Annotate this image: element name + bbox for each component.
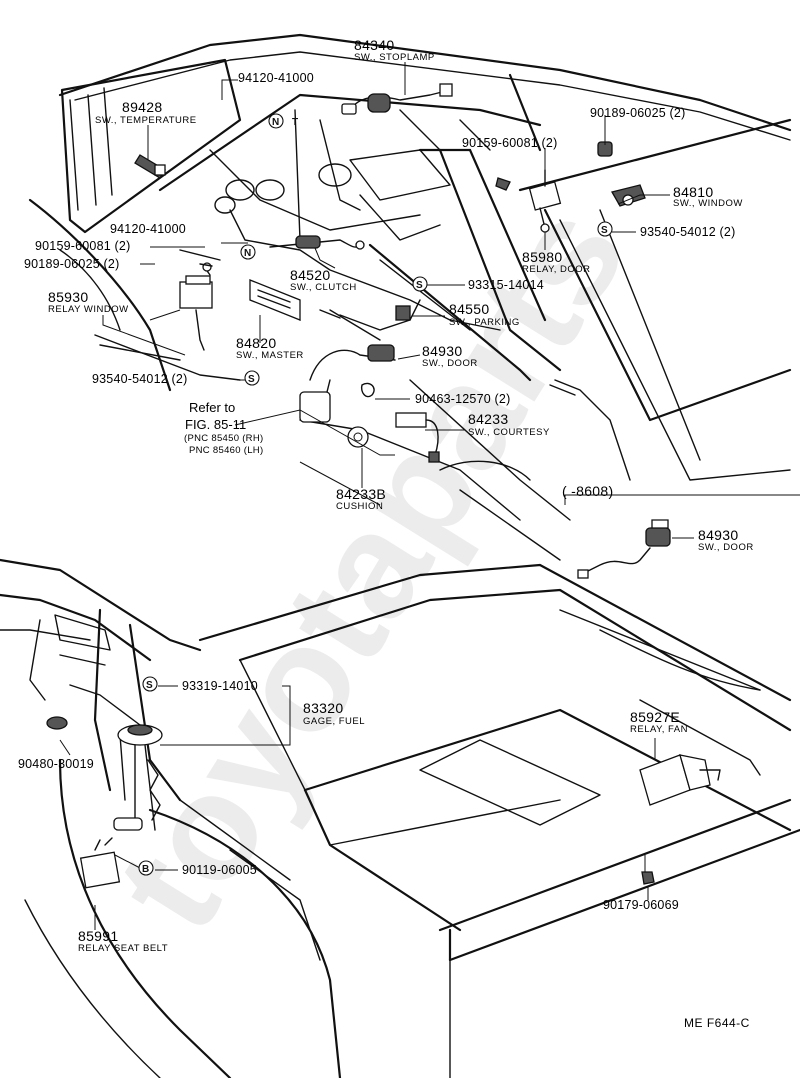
courtesy-switch-icon: [395, 412, 440, 463]
part-desc-84810: SW., WINDOW: [673, 198, 743, 209]
inset-door-switch: [564, 494, 800, 579]
svg-text:S: S: [146, 680, 153, 691]
part-desc-84930-top: SW., DOOR: [422, 358, 478, 369]
diagram-code: ME F644-C: [684, 1016, 750, 1030]
part-number-94120-41000-mid[interactable]: 94120-41000: [110, 222, 186, 236]
part-number-90159-60081-left[interactable]: 90159-60081 (2): [35, 239, 131, 253]
part-number-84930-inset[interactable]: 84930: [698, 527, 739, 543]
pnc-lh-label: PNC 85460 (LH): [189, 445, 264, 456]
part-number-90119-06005[interactable]: 90119-06005: [182, 863, 257, 877]
part-desc-85927E: RELAY, FAN: [630, 724, 688, 735]
temperature-switch-icon: [134, 154, 166, 179]
s-symbol-window: S: [597, 221, 613, 237]
relay-window-icon: [179, 262, 213, 351]
screw-icon: [495, 177, 511, 191]
part-number-84930-top[interactable]: 84930: [422, 343, 463, 359]
part-number-93540-54012-left[interactable]: 93540-54012 (2): [92, 372, 188, 386]
pnc-rh-label: (PNC 85450 (RH): [184, 433, 264, 444]
date-range-label: ( -8608): [562, 483, 614, 499]
part-number-84820[interactable]: 84820: [236, 335, 277, 351]
part-desc-83320: GAGE, FUEL: [303, 716, 366, 727]
nut-icon: [199, 263, 213, 267]
part-number-85927E[interactable]: 85927E: [630, 709, 681, 725]
svg-text:S: S: [248, 374, 255, 385]
refer-to-label: Refer to: [189, 400, 236, 415]
part-desc-84340: SW., STOPLAMP: [354, 52, 435, 63]
part-number-94120-41000-top[interactable]: 94120-41000: [238, 71, 314, 85]
stoplamp-switch-icon: [341, 83, 453, 115]
grommet-icon: [46, 716, 68, 730]
clutch-switch-icon: [269, 235, 365, 250]
part-number-85991[interactable]: 85991: [78, 928, 119, 944]
part-number-84520[interactable]: 84520: [290, 267, 331, 283]
leader-lines-bottom: [59, 685, 656, 930]
part-number-93540-54012-right[interactable]: 93540-54012 (2): [640, 225, 736, 239]
s-symbol-window-relay: S: [244, 370, 260, 386]
part-number-84233B[interactable]: 84233B: [336, 486, 387, 502]
s-symbol-clutch: S: [412, 276, 428, 292]
part-number-90159-60081-top[interactable]: 90159-60081 (2): [462, 136, 558, 150]
n-symbol-mid: N: [240, 244, 256, 260]
t-marker: T: [292, 117, 298, 128]
svg-text:N: N: [244, 248, 251, 259]
part-number-89428[interactable]: 89428: [122, 99, 163, 115]
svg-text:B: B: [142, 864, 149, 875]
s-symbol-fuel: S: [142, 676, 158, 692]
svg-text:S: S: [416, 280, 423, 291]
part-number-84550[interactable]: 84550: [449, 301, 490, 317]
clip-icon: [360, 382, 375, 398]
parking-switch-icon: [319, 299, 421, 331]
part-number-90189-06025-left[interactable]: 90189-06025 (2): [24, 257, 120, 271]
part-number-93319-14010[interactable]: 93319-14010: [182, 679, 258, 693]
part-number-84233[interactable]: 84233: [468, 411, 509, 427]
part-desc-84930-inset: SW., DOOR: [698, 542, 754, 553]
part-number-84340[interactable]: 84340: [354, 37, 395, 53]
nut-icon: [641, 871, 655, 885]
part-number-90179-06069[interactable]: 90179-06069: [603, 898, 679, 912]
part-desc-89428: SW., TEMPERATURE: [95, 115, 197, 126]
svg-text:N: N: [272, 117, 279, 128]
part-desc-84550: SW., PARKING: [449, 317, 520, 328]
top-part-glyphs: [134, 83, 646, 463]
part-number-90463-12570[interactable]: 90463-12570 (2): [415, 392, 511, 406]
part-number-84810[interactable]: 84810: [673, 184, 714, 200]
cushion-icon: [347, 426, 369, 448]
leader-lines-top: [102, 62, 670, 506]
master-switch-icon: [249, 279, 301, 321]
part-desc-85930: RELAY WINDOW: [48, 304, 129, 315]
figure-reference-link[interactable]: FIG. 85-11: [185, 417, 247, 432]
circled-symbols: N T N S S S S B: [138, 113, 613, 876]
b-symbol-seatbelt: B: [138, 860, 154, 876]
part-number-85930[interactable]: 85930: [48, 289, 89, 305]
n-symbol-top: N: [268, 113, 284, 129]
part-desc-84233: SW., COURTESY: [468, 427, 550, 438]
bottom-part-glyphs: [46, 684, 721, 889]
part-number-90480-30019[interactable]: 90480-30019: [18, 757, 94, 771]
window-switch-icon: [611, 184, 646, 207]
luggage-compartment-outline: [0, 558, 800, 1078]
fuel-gage-icon: [69, 684, 163, 831]
svg-text:S: S: [601, 225, 608, 236]
part-desc-84820: SW., MASTER: [236, 350, 304, 361]
part-desc-85991: RELAY SEAT BELT: [78, 943, 169, 954]
part-number-90189-06025-top[interactable]: 90189-06025 (2): [590, 106, 686, 120]
relay-door-icon: [528, 169, 562, 233]
part-desc-84233B: CUSHION: [336, 501, 384, 512]
part-number-83320[interactable]: 83320: [303, 700, 344, 716]
door-switch-top-icon: [299, 344, 396, 423]
relay-fan-icon: [639, 754, 721, 806]
part-desc-84520: SW., CLUTCH: [290, 282, 357, 293]
part-desc-85980: RELAY, DOOR: [522, 264, 591, 275]
part-number-93315-14014[interactable]: 93315-14014: [468, 278, 544, 292]
relay-seat-belt-icon: [79, 837, 121, 889]
part-number-85980[interactable]: 85980: [522, 249, 563, 265]
